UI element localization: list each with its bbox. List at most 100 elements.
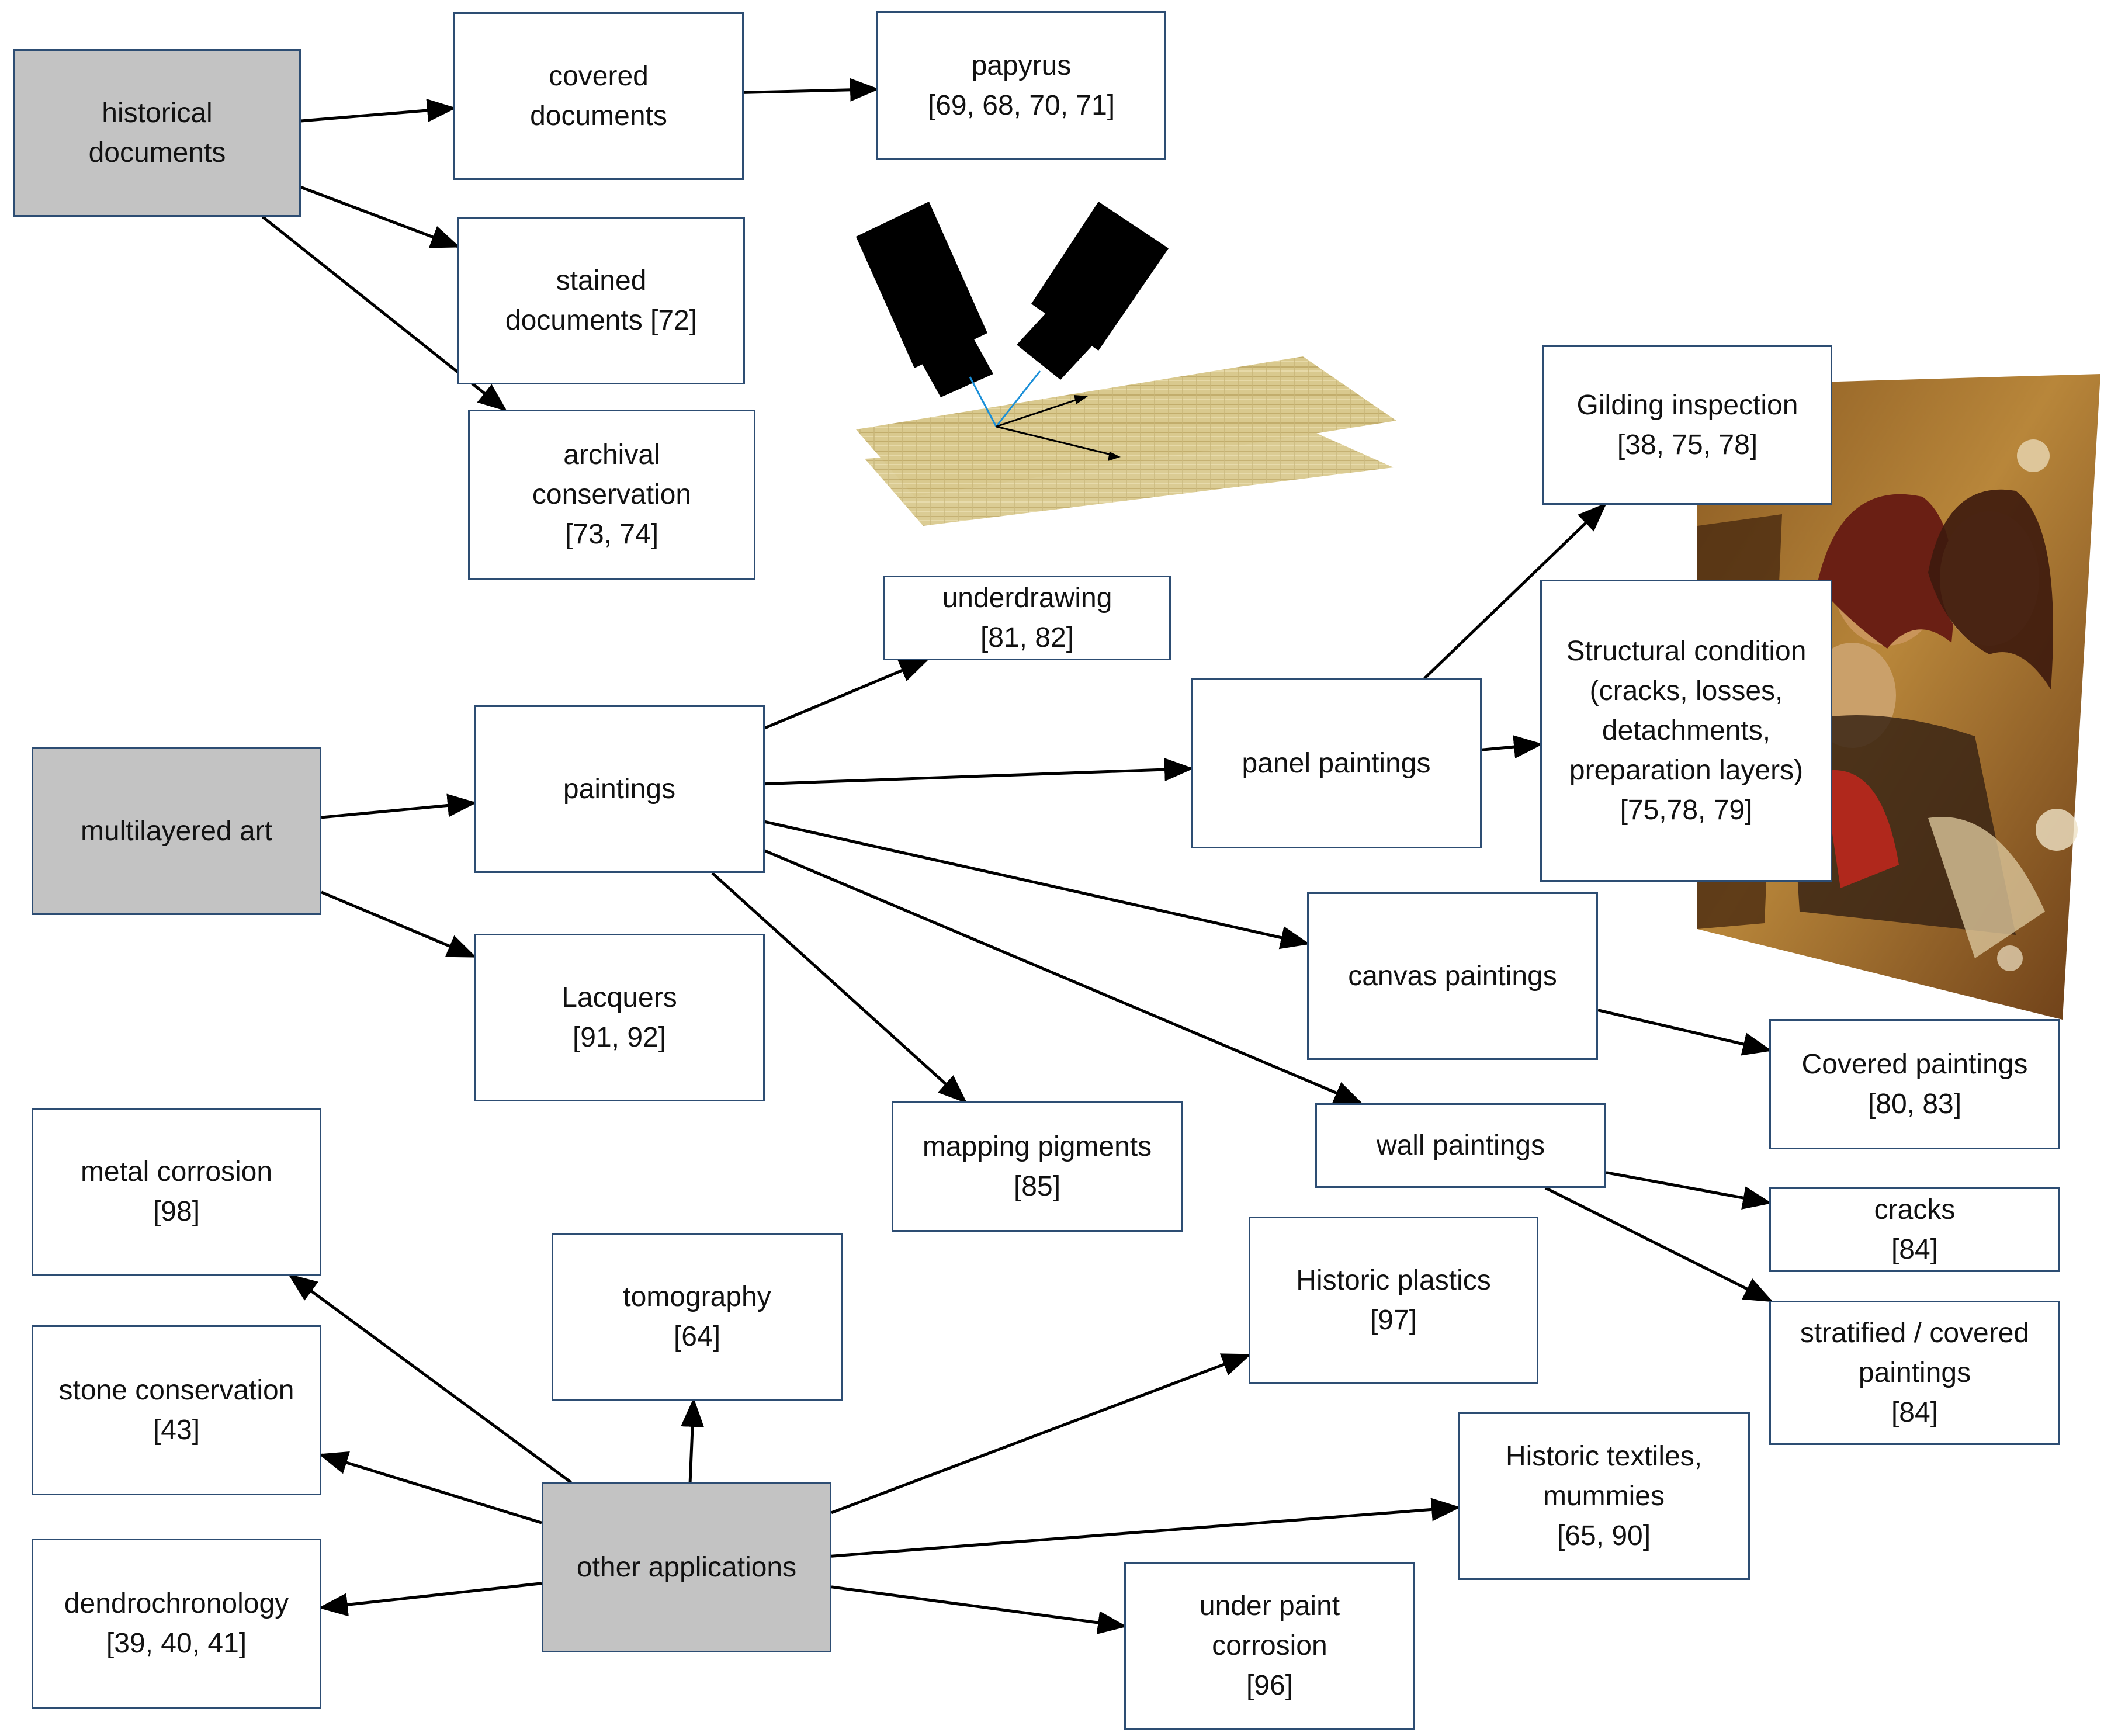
node-label-line: Historic plastics xyxy=(1296,1264,1491,1296)
arrow-paintings-to-canvas-paintings xyxy=(764,820,1310,950)
paint-loss-2 xyxy=(2036,809,2078,851)
arrow-other-applications-to-dendrochronology xyxy=(318,1582,542,1617)
arrow-paintings-to-mapping-pigments xyxy=(711,872,968,1104)
node-label-line: [38, 75, 78] xyxy=(1617,429,1758,460)
axis-arrow-1-head xyxy=(1074,395,1088,404)
node-label-line: paintings xyxy=(1858,1357,1971,1388)
node-canvas-paintings: canvas paintings xyxy=(1307,892,1598,1060)
node-label-line: [81, 82] xyxy=(980,622,1074,653)
node-label-line: [85] xyxy=(1013,1170,1061,1202)
node-label-line: metal corrosion xyxy=(80,1156,273,1187)
camera-right-lens xyxy=(1017,307,1098,380)
arrow-panel-paintings-to-gilding-inspection xyxy=(1423,503,1607,680)
node-label-line: [80, 83] xyxy=(1867,1088,1962,1120)
node-gilding-inspection: Gilding inspection[38, 75, 78] xyxy=(1542,345,1832,505)
node-label-line: [96] xyxy=(1246,1669,1294,1701)
node-historic-textiles-mummies: Historic textiles, mummies [65, 90] xyxy=(1458,1412,1750,1580)
node-stratified-covered-paintings: stratified / covered paintings [84] xyxy=(1769,1301,2060,1445)
node-underdrawing: underdrawing [81, 82] xyxy=(883,576,1171,660)
node-label-line: documents xyxy=(530,100,667,131)
node-label-line: under paint xyxy=(1199,1590,1340,1621)
arrow-other-applications-to-historic-textiles xyxy=(831,1498,1461,1558)
node-label-line: stained xyxy=(556,265,647,296)
node-label-line: mummies xyxy=(1542,1480,1665,1512)
node-label-line: archival xyxy=(563,439,660,470)
node-label-line: detachments, xyxy=(1602,715,1771,746)
node-label-line: [84] xyxy=(1891,1397,1939,1428)
arrow-other-applications-to-tomography xyxy=(681,1398,705,1483)
node-label-line: Historic textiles, xyxy=(1505,1440,1703,1472)
node-lacquers: Lacquers [91, 92] xyxy=(474,934,765,1101)
node-label-line: cracks xyxy=(1874,1194,1956,1225)
node-label-line: documents xyxy=(88,137,226,168)
node-covered-paintings: Covered paintings[80, 83] xyxy=(1769,1019,2060,1149)
arrow-covered-documents-to-papyrus xyxy=(743,78,879,102)
node-label-line: [64] xyxy=(673,1321,721,1352)
node-cracks: cracks [84] xyxy=(1769,1187,2060,1272)
node-archival-conservation: archival conservation [73, 74] xyxy=(468,410,755,580)
node-tomography: tomography [64] xyxy=(552,1233,843,1401)
node-label-line: stratified / covered xyxy=(1800,1317,2030,1349)
arrow-historical-documents-to-stained-documents xyxy=(300,186,460,248)
node-label-line: conservation xyxy=(532,479,692,510)
arrow-other-applications-to-metal-corrosion xyxy=(287,1274,572,1484)
node-label-line: historical xyxy=(102,97,213,129)
node-structural-condition: Structural condition (cracks, losses, deta… xyxy=(1540,580,1832,882)
arrow-other-applications-to-under-paint-corrosion xyxy=(831,1585,1127,1634)
node-label-line: wall paintings xyxy=(1376,1129,1545,1161)
node-label-line: underdrawing xyxy=(942,582,1112,614)
node-label-line: other applications xyxy=(576,1551,797,1583)
node-label-line: [65, 90] xyxy=(1557,1520,1651,1551)
node-paintings: paintings xyxy=(474,705,765,873)
paint-loss-1 xyxy=(2017,439,2050,472)
node-label-line: dendrochronology xyxy=(64,1588,289,1619)
beam-right xyxy=(995,370,1041,427)
arrow-wall-paintings-to-stratified-covered xyxy=(1544,1186,1773,1302)
node-label-line: [84] xyxy=(1891,1233,1939,1265)
arrow-paintings-to-wall-paintings xyxy=(764,849,1364,1105)
axis-arrow-2-head xyxy=(1108,452,1121,461)
arrow-wall-paintings-to-cracks xyxy=(1606,1171,1772,1210)
node-dendrochronology: dendrochronology [39, 40, 41] xyxy=(32,1539,321,1709)
node-label-line: covered xyxy=(549,60,649,92)
arrow-other-applications-to-stone-conservation xyxy=(318,1451,542,1524)
node-metal-corrosion: metal corrosion[98] xyxy=(32,1108,321,1276)
axis-arrow-1 xyxy=(996,396,1084,428)
node-covered-documents: covered documents xyxy=(453,12,744,180)
node-label-line: papyrus xyxy=(971,50,1072,81)
node-label-line: [73, 74] xyxy=(564,518,659,550)
figure-veil-right xyxy=(1928,489,2053,689)
node-label-line: (cracks, losses, xyxy=(1589,675,1783,706)
node-label-line: Structural condition xyxy=(1566,635,1807,667)
node-label-line: corrosion xyxy=(1212,1630,1327,1661)
figure-veil-left xyxy=(1817,494,1954,649)
node-label-line: multilayered art xyxy=(80,815,273,847)
beam-left xyxy=(969,376,997,427)
papyrus-sheet-upper xyxy=(856,356,1396,497)
node-label-line: paintings xyxy=(563,773,676,805)
papyrus-scan-illustration xyxy=(856,202,1396,526)
node-label-line: Lacquers xyxy=(561,982,677,1013)
paint-loss-4 xyxy=(1997,945,2023,971)
node-label-line: tomography xyxy=(623,1281,771,1312)
node-label-line: [91, 92] xyxy=(572,1021,667,1053)
robe-red xyxy=(1823,770,1899,888)
node-label-line: panel paintings xyxy=(1242,747,1431,779)
arrow-panel-paintings-to-structural-condition xyxy=(1481,735,1543,758)
node-label-line: [39, 40, 41] xyxy=(106,1627,247,1659)
node-label-line: [43] xyxy=(152,1414,200,1446)
camera-right-body xyxy=(1031,202,1169,351)
node-historic-plastics: Historic plastics [97] xyxy=(1249,1217,1538,1384)
node-label-line: [97] xyxy=(1370,1304,1417,1336)
node-multilayered-art: multilayered art xyxy=(32,747,321,915)
node-label-line: documents [72] xyxy=(505,304,698,336)
node-stained-documents: stained documents [72] xyxy=(457,217,745,384)
node-label-line: [75,78, 79] xyxy=(1620,794,1753,826)
node-under-paint-corrosion: under paint corrosion [96] xyxy=(1124,1562,1415,1730)
node-papyrus: papyrus[69, 68, 70, 71] xyxy=(876,11,1166,160)
node-mapping-pigments: mapping pigments[85] xyxy=(892,1101,1183,1232)
arrow-multilayered-art-to-paintings xyxy=(321,793,477,819)
